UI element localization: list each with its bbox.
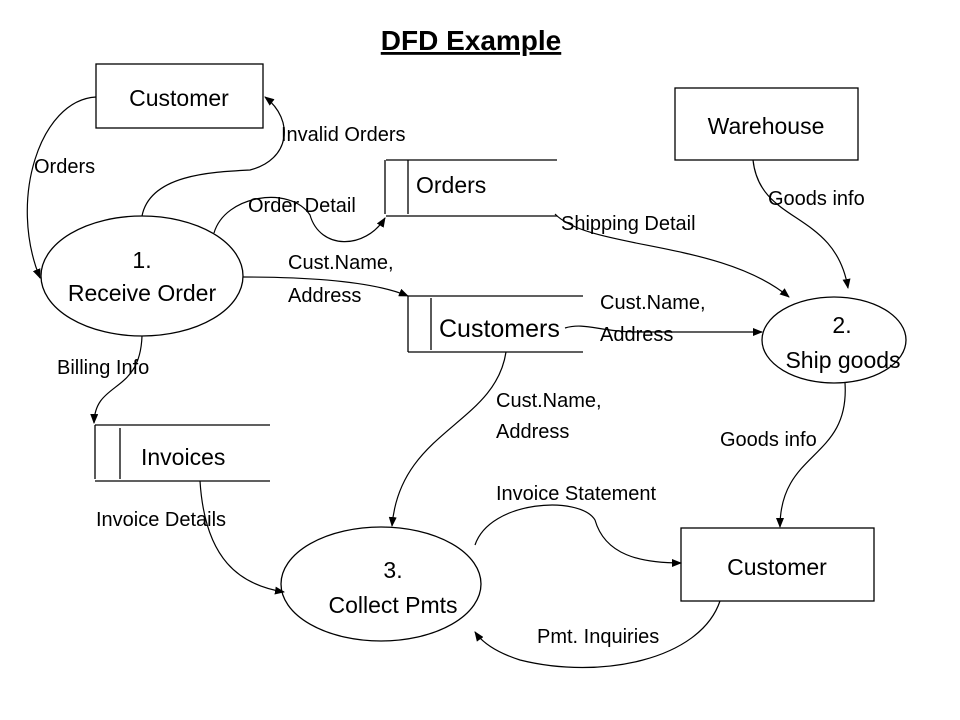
flow-invoice-details-arrow <box>199 480 285 595</box>
flow-billing-info-arrow <box>90 335 143 424</box>
flow-cust-name-to-collect-arrow <box>388 351 507 527</box>
flow-invalid-orders-arrow <box>141 96 285 217</box>
flow-label-invoice-details: Invoice Details <box>96 509 226 531</box>
process-number: 3. <box>383 557 402 583</box>
store-customers: Customers <box>407 295 583 353</box>
flow-label-invoice-statement: Invoice Statement <box>496 483 657 505</box>
store-label: Invoices <box>141 444 225 470</box>
flow-customers-to-ship-arrow <box>564 325 763 336</box>
flow-invoice-statement-arrow <box>474 504 682 567</box>
entity-label: Warehouse <box>708 113 825 139</box>
process-name: Ship goods <box>785 347 900 373</box>
store-label: Orders <box>416 172 486 198</box>
process-ship-goods: 2. Ship goods <box>761 296 907 384</box>
flow-label-cust-name: Cust.Name, <box>496 390 602 412</box>
process-number: 2. <box>832 312 851 338</box>
flow-label-cust-name: Cust.Name, <box>600 292 706 314</box>
flow-goods-info-to-customer-arrow <box>776 382 846 528</box>
entity-customer-top: Customer <box>95 63 264 129</box>
flow-label-goods-info: Goods info <box>720 429 817 451</box>
process-number: 1. <box>132 247 151 273</box>
flow-goods-info-warehouse-arrow <box>752 159 851 289</box>
process-collect-pmts: 3. Collect Pmts <box>280 526 482 642</box>
flow-label-billing-info: Billing Info <box>57 357 149 379</box>
process-name: Receive Order <box>68 280 217 306</box>
store-label: Customers <box>439 315 560 343</box>
flow-label-pmt-inquiries: Pmt. Inquiries <box>537 626 659 648</box>
process-receive-order: 1. Receive Order <box>40 215 244 337</box>
flow-label-cust-name: Cust.Name, <box>288 252 394 274</box>
flow-label-invalid-orders: Invalid Orders <box>281 124 406 146</box>
flow-label-address: Address <box>288 285 361 307</box>
store-invoices: Invoices <box>94 424 270 482</box>
flow-shipping-detail-arrow <box>554 213 790 298</box>
flow-cust-name-address-to-customers-arrow <box>242 276 409 297</box>
entity-customer-bottom: Customer <box>680 527 875 602</box>
entity-label: Customer <box>129 85 229 111</box>
flow-label-address: Address <box>496 421 569 443</box>
entity-label: Customer <box>727 554 827 580</box>
store-orders: Orders <box>384 159 557 217</box>
flow-orders-arrow <box>26 96 97 279</box>
flow-label-orders: Orders <box>34 156 95 178</box>
flow-label-shipping-detail: Shipping Detail <box>561 213 696 235</box>
flow-order-detail-arrow <box>213 196 386 243</box>
process-name: Collect Pmts <box>328 592 457 618</box>
flow-pmt-inquiries-arrow <box>474 600 721 669</box>
flow-label-order-detail: Order Detail <box>248 195 356 217</box>
flow-label-goods-info: Goods info <box>768 188 865 210</box>
flow-label-address: Address <box>600 324 673 346</box>
entity-warehouse: Warehouse <box>674 87 859 161</box>
diagram-title: DFD Example <box>381 25 562 56</box>
